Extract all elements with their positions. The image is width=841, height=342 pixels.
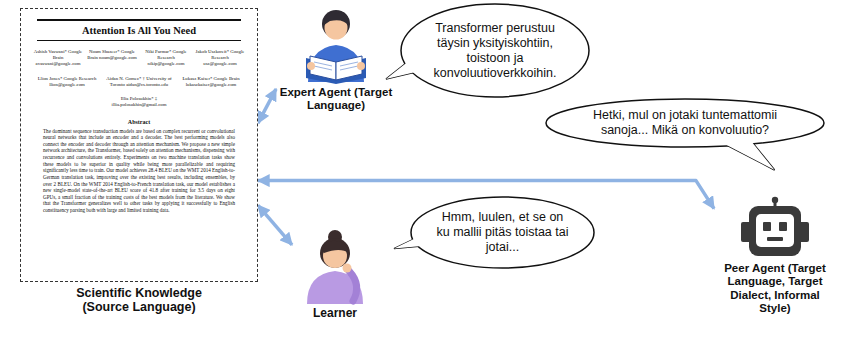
learner-icon [307, 230, 363, 304]
paper-title: Attention Is All You Need [31, 21, 247, 40]
author-block: Llion Jones* Google Research llion@googl… [33, 76, 101, 88]
bubble-tail [724, 141, 775, 170]
speech-text: Hetki, mul on jotaki tuntemattomii sanoj… [582, 108, 789, 138]
agent-label: Learner [292, 306, 378, 320]
agent-label: Expert Agent (Target Language) [276, 86, 396, 113]
title-rule [37, 19, 241, 21]
author-block: Aidan N. Gomez* † University of Toronto … [105, 76, 173, 88]
author-row: Illia Polosukhin* ‡ illia.polosukhin@gma… [31, 96, 247, 108]
speech-bubble: Transformer perustuu täysin yksityiskoht… [400, 3, 590, 98]
paper-document: Attention Is All You NeedAshish Vaswani*… [20, 8, 258, 282]
double-arrow [258, 205, 292, 245]
agent-figure: Learner [292, 226, 378, 320]
title-rule [37, 40, 241, 41]
agent-figure: Peer Agent (Target Language, Target Dial… [714, 194, 836, 316]
bubble-body [546, 99, 824, 147]
author-row: Ashish Vaswani* Google Brain avaswani@go… [31, 49, 247, 68]
agent-label: Peer Agent (Target Language, Target Dial… [714, 262, 836, 316]
bubble-body [401, 4, 589, 97]
speech-bubble: Hmm, luulen, et se on ku mallii pitäs to… [410, 196, 595, 269]
double-arrow [258, 89, 276, 123]
robot-icon [741, 197, 809, 256]
abstract-heading: Abstract [31, 119, 247, 125]
author-block: Jakob Uszkoreit* Google Research usz@goo… [194, 49, 246, 68]
caption-label: Scientific Knowledge (Source Language) [63, 286, 215, 315]
abstract-text: The dominant sequence transduction model… [43, 128, 235, 214]
author-block: Łukasz Kaiser* Google Brain lukaszkaiser… [177, 76, 245, 88]
speech-bubble: Hetki, mul on jotaki tuntemattomii sanoj… [545, 98, 825, 148]
bubble-tail-fill [394, 236, 427, 249]
speech-text: Hmm, luulen, et se on ku mallii pitäs to… [434, 210, 571, 255]
agent-figure: Expert Agent (Target Language) [276, 4, 396, 113]
author-block: Noam Shazeer* Google Brain noam@google.c… [86, 49, 138, 68]
author-row: Llion Jones* Google Research llion@googl… [31, 76, 247, 88]
author-block: Ashish Vaswani* Google Brain avaswani@go… [32, 49, 84, 68]
expert-icon [306, 10, 366, 84]
author-block: Niki Parmar* Google Research nikip@googl… [140, 49, 192, 68]
bubble-tail-fill [724, 141, 775, 170]
speech-text: Transformer perustuu täysin yksityiskoht… [425, 21, 566, 81]
bubble-body [411, 197, 594, 268]
bubble-tail-fill [386, 58, 421, 79]
author-block: Illia Polosukhin* ‡ illia.polosukhin@gma… [94, 96, 184, 108]
